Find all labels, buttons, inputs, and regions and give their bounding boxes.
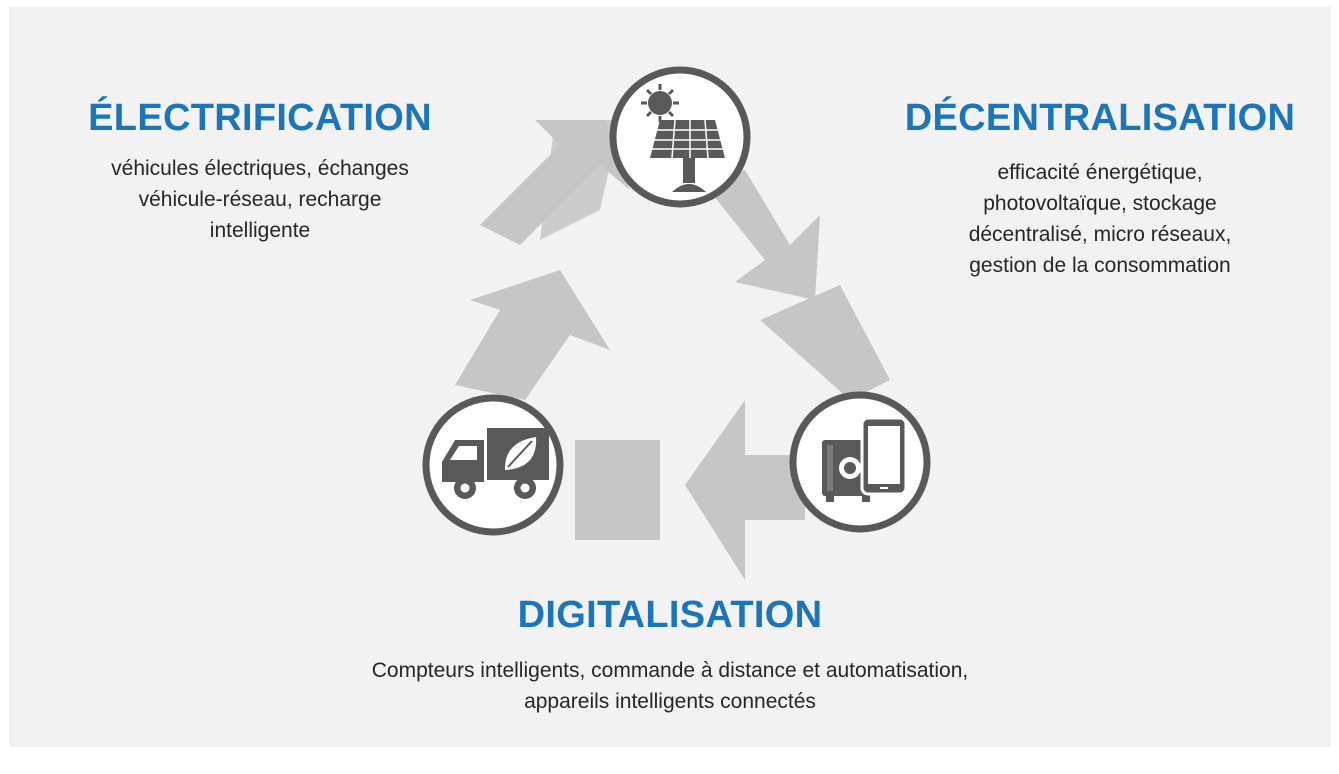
decentralisation-description-line: gestion de la consommation bbox=[969, 254, 1231, 277]
solar-panel-icon bbox=[609, 66, 751, 208]
cycle-arrow-bottom bbox=[575, 400, 805, 580]
electric-truck-leaf-icon bbox=[422, 394, 564, 536]
cycle-arrow-right bbox=[705, 170, 890, 400]
electrification-title: ÉLECTRIFICATION bbox=[88, 97, 432, 139]
electrification-description: véhicules électriques, échanges véhicule… bbox=[50, 153, 470, 246]
decentralisation-description-line: photovoltaïque, stockage bbox=[983, 192, 1217, 215]
digitalisation-description: Compteurs intelligents, commande à dista… bbox=[270, 655, 1070, 717]
digitalisation-description-line: Compteurs intelligents, commande à dista… bbox=[371, 659, 969, 682]
decentralisation-description-line: décentralisé, micro réseaux, bbox=[968, 223, 1232, 246]
electrification-description-line: intelligente bbox=[209, 219, 311, 242]
smart-devices-icon bbox=[789, 391, 931, 533]
cycle-arrow-top bbox=[480, 120, 630, 245]
digitalisation-description-line: appareils intelligents connectés bbox=[524, 690, 816, 713]
decentralisation-description: efficacité énergétique, photovoltaïque, … bbox=[890, 157, 1310, 281]
decentralisation-title: DÉCENTRALISATION bbox=[904, 97, 1296, 139]
decentralisation-description-line: efficacité énergétique, bbox=[997, 161, 1203, 184]
electrification-description-line: véhicules électriques, échanges bbox=[111, 157, 409, 180]
electrification-description-line: véhicule-réseau, recharge bbox=[138, 188, 382, 211]
digitalisation-title: DIGITALISATION bbox=[517, 594, 823, 636]
